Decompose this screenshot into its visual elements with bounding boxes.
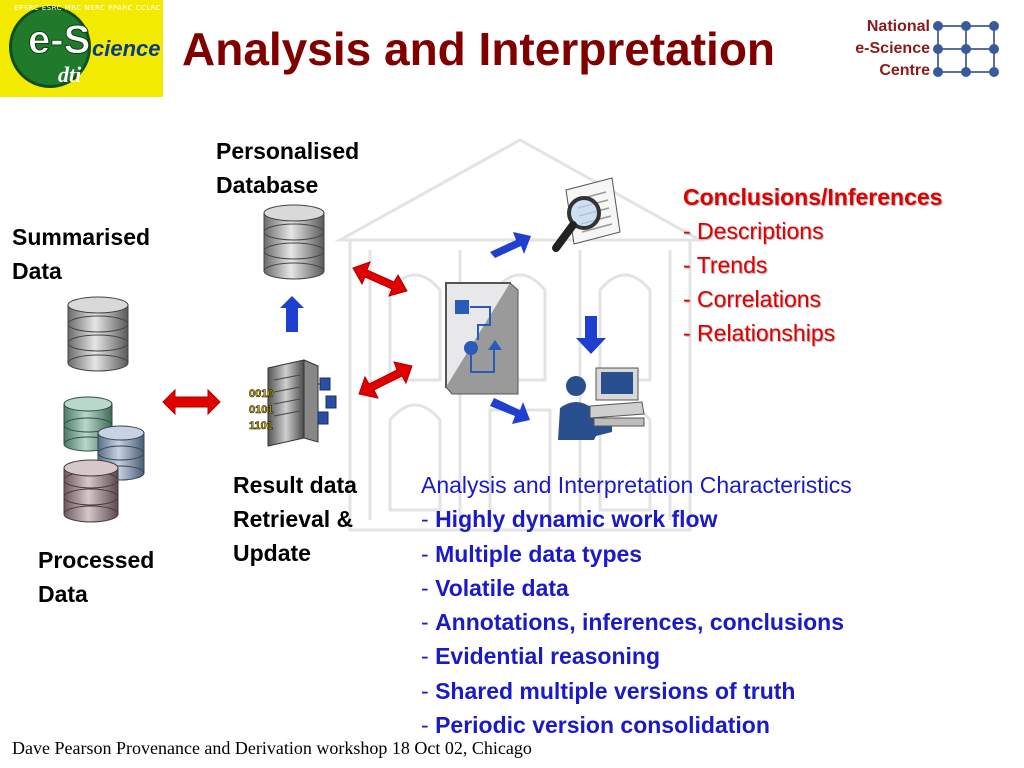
label-line: Processed: [38, 547, 155, 573]
item-text: Highly dynamic work flow: [435, 506, 718, 533]
double-arrow-server-workflow: [358, 361, 413, 399]
bullet: -: [421, 609, 429, 636]
e-science-dti-logo: EPSRC ESRC MRC NERC PPARC CCLRC e-S cien…: [0, 0, 163, 97]
bullet: -: [421, 677, 429, 704]
label-line: Retrieval &: [233, 506, 354, 532]
characteristics-item: - Periodic version consolidation: [421, 708, 852, 742]
blue-arrows: [280, 232, 606, 424]
personalised-database-icon: [263, 204, 325, 280]
double-arrow-processed-server: [162, 388, 221, 416]
conclusions-item: - Descriptions: [683, 218, 824, 244]
magnifier-document-icon: [552, 177, 621, 252]
label-line: Result data: [233, 472, 357, 498]
label-line: Summarised: [12, 224, 151, 250]
characteristics-item: - Highly dynamic work flow: [421, 502, 852, 536]
characteristics-list: Analysis and Interpretation Characterist…: [421, 468, 852, 742]
arrow-up-to-personalised: [280, 296, 304, 332]
conclusions-heading: Conclusions/Inferences: [683, 184, 943, 210]
label-line: Update: [233, 540, 311, 566]
bullet: -: [421, 574, 429, 601]
item-text: Annotations, inferences, conclusions: [435, 609, 845, 636]
characteristics-item: - Multiple data types: [421, 537, 852, 571]
logo-dti-text: dti: [58, 62, 82, 87]
workflow-chart-icon: [445, 282, 519, 395]
double-arrow-personalised-workflow: [352, 261, 408, 297]
label-line: Data: [38, 581, 88, 607]
nesc-grid-icon: [933, 21, 999, 77]
national-e-science-centre-logo: National e-Science Centre: [840, 16, 1020, 82]
bullet: -: [421, 712, 429, 739]
logo-cience-text: cience: [92, 36, 161, 61]
person-at-computer-icon: [558, 367, 645, 440]
logo-ring: [9, 6, 91, 88]
nesc-line-centre: Centre: [879, 62, 930, 79]
characteristics-item: - Evidential reasoning: [421, 639, 852, 673]
bullet: -: [421, 643, 429, 670]
characteristics-item: - Shared multiple versions of truth: [421, 674, 852, 708]
conclusions-item: - Correlations: [683, 286, 822, 312]
red-double-arrows: [162, 261, 413, 416]
server-icon: [267, 359, 337, 447]
label-summarised-data: Summarised Data: [12, 220, 150, 288]
slide-title: Analysis and Interpretation: [182, 23, 776, 75]
label-line: Database: [216, 172, 319, 198]
server-code-line: 0010: [249, 388, 273, 400]
bullet: -: [421, 540, 429, 567]
label-line: Data: [12, 258, 62, 284]
logo-ring-text: EPSRC ESRC MRC NERC PPARC CCLRC: [14, 4, 162, 12]
nesc-line-national: National: [866, 18, 930, 35]
logo-es-text: e-S: [27, 18, 91, 63]
label-processed-data: Processed Data: [38, 543, 154, 611]
characteristics-item: - Volatile data: [421, 571, 852, 605]
item-text: Shared multiple versions of truth: [435, 677, 796, 704]
arrow-to-magnifier: [490, 232, 531, 258]
label-line: Personalised: [216, 138, 360, 164]
label-personalised-database: Personalised Database: [216, 134, 359, 202]
conclusions-list: Conclusions/Inferences - Descriptions - …: [683, 180, 942, 350]
item-text: Multiple data types: [435, 540, 643, 567]
item-text: Volatile data: [435, 574, 569, 601]
characteristics-item: - Annotations, inferences, conclusions: [421, 605, 852, 639]
arrow-down-to-user: [576, 316, 606, 354]
slide-footer: Dave Pearson Provenance and Derivation w…: [12, 738, 532, 758]
arrow-to-user: [490, 398, 530, 424]
summarised-data-database-icon: [67, 296, 129, 372]
item-text: Evidential reasoning: [435, 643, 661, 670]
conclusions-item: - Relationships: [683, 320, 836, 346]
conclusions-item: - Trends: [683, 252, 768, 278]
label-result-data: Result data Retrieval & Update: [233, 468, 357, 570]
item-text: Periodic version consolidation: [435, 712, 770, 739]
nesc-line-escience: e-Science: [855, 40, 930, 57]
characteristics-heading: Analysis and Interpretation Characterist…: [421, 472, 852, 498]
server-code-line: 0101: [249, 404, 273, 416]
server-code-line: 1101: [249, 420, 273, 432]
processed-data-database-icons: [63, 396, 145, 523]
bullet: -: [421, 506, 429, 533]
